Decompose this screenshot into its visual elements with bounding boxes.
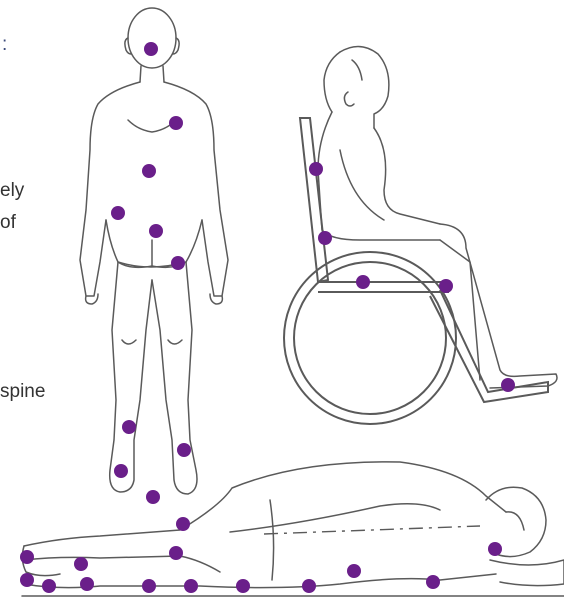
pressure-point-dot [309,162,323,176]
pressure-point-dot [149,224,163,238]
pressure-point-dot [184,579,198,593]
pressure-point-dot [426,575,440,589]
pressure-point-dot [169,546,183,560]
pressure-point-dot [236,579,250,593]
side-lying-figure [22,462,564,596]
pressure-point-dot [302,579,316,593]
pressure-point-dot [144,42,158,56]
standing-figure-back-view [80,8,228,494]
pressure-point-dot [501,378,515,392]
seated-wheelchair-figure-pressure-points [309,162,515,392]
pressure-point-dot [142,579,156,593]
pressure-point-dot [114,464,128,478]
pressure-point-dot [80,577,94,591]
standing-figure-back-view-pressure-points [111,42,191,504]
pressure-point-dot [42,579,56,593]
pressure-point-dot [318,231,332,245]
pressure-point-dot [439,279,453,293]
pressure-point-dot [177,443,191,457]
pressure-point-dot [169,116,183,130]
pressure-point-dot [171,256,185,270]
pressure-point-dot [146,490,160,504]
pressure-point-dot [176,517,190,531]
pressure-point-dot [356,275,370,289]
pressure-point-dot [20,550,34,564]
pressure-point-dot [488,542,502,556]
pressure-point-dot [20,573,34,587]
pressure-point-dot [347,564,361,578]
pressure-point-dot [111,206,125,220]
pressure-point-dot [74,557,88,571]
pressure-point-dot [122,420,136,434]
pressure-point-dot [142,164,156,178]
